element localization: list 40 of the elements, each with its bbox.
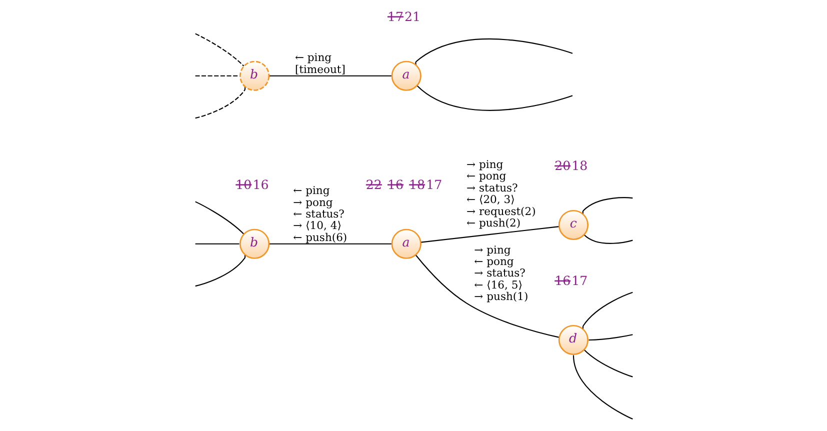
- connector: [416, 85, 572, 111]
- node-circle: b: [238, 228, 270, 259]
- connector: [194, 201, 244, 234]
- node-label: 17: [426, 176, 442, 192]
- node-label: 22: [365, 176, 382, 192]
- connector: [414, 38, 572, 66]
- node-label: 17: [571, 272, 588, 288]
- connector: [572, 355, 632, 420]
- node-label: 10: [235, 176, 252, 192]
- connector: [194, 33, 244, 66]
- connector: [268, 243, 392, 244]
- edge-label: ← ping → pong ← status? → ⟨10, 4⟩ ← push(6): [292, 184, 347, 244]
- connector: [581, 197, 632, 216]
- connector: [588, 334, 632, 341]
- connector: [583, 349, 632, 378]
- connector: [194, 254, 246, 287]
- node-label: 18: [408, 176, 425, 192]
- node-circle: b: [238, 60, 270, 91]
- edge-label: → ping ← pong → status? ← ⟨16, 5⟩ → push(1): [474, 243, 528, 304]
- node-circle: a: [390, 228, 421, 259]
- connector: [268, 75, 392, 76]
- edge-label: ← ping [timeout]: [294, 51, 345, 76]
- node-label: 20: [554, 158, 570, 173]
- node-circle: d: [558, 324, 588, 356]
- node-circle: c: [558, 210, 588, 240]
- connector: [414, 254, 559, 338]
- connector: [194, 75, 239, 76]
- node-circle: a: [390, 60, 421, 91]
- connector: [194, 86, 246, 119]
- connector: [194, 243, 239, 244]
- node-label: 16: [252, 176, 268, 192]
- node-label: 16: [386, 176, 403, 192]
- node-label: 18: [571, 158, 588, 173]
- connector: [583, 234, 632, 244]
- edge-label: → ping ← pong → status? ← ⟨20, 3⟩ → request(2) ← push(2): [466, 158, 536, 230]
- node-label: 16: [554, 272, 570, 288]
- node-label: 21: [404, 8, 420, 24]
- connector: [420, 226, 559, 243]
- node-label: 17: [386, 8, 403, 24]
- connector: [581, 292, 632, 330]
